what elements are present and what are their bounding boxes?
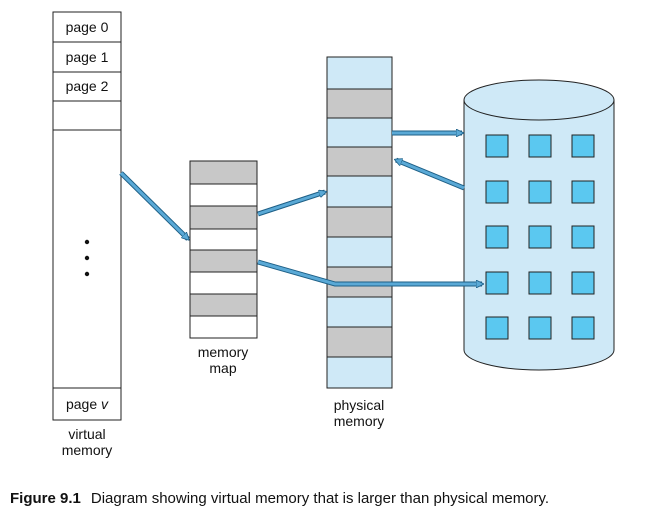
disk-block (485, 225, 509, 249)
ellipsis-dot (84, 255, 90, 261)
disk-block (571, 225, 595, 249)
disk-top (463, 79, 615, 121)
disk-block (571, 316, 595, 340)
figure-number: Figure 9.1 (10, 490, 81, 507)
vm-page-1-label: page 1 (66, 49, 109, 65)
disk-block (571, 271, 595, 295)
disk-block (528, 316, 552, 340)
disk-block (571, 134, 595, 158)
arrow-map-to-disk (257, 260, 482, 284)
memory-map-label-line1: memory (198, 344, 249, 360)
ellipsis-dot (84, 239, 90, 245)
disk-block (485, 134, 509, 158)
arrow-map-to-physical (257, 192, 325, 216)
virtual-memory-label-line1: virtual (68, 426, 105, 442)
memory-map-entry-gray (189, 293, 258, 317)
disk-block (528, 180, 552, 204)
vm-page-0-label: page 0 (66, 19, 109, 35)
disk-block (485, 271, 509, 295)
physical-frame-gray (326, 206, 393, 238)
memory-map-entry-gray (189, 160, 258, 185)
physical-frame-gray (326, 326, 393, 358)
disk-block (528, 134, 552, 158)
physical-memory-column: physical memory (326, 56, 393, 429)
virtual-memory-diagram: page 0 page 1 page 2 page v virtual memo… (52, 11, 615, 458)
ellipsis-dot (84, 271, 90, 277)
memory-map-entry-white (189, 271, 258, 295)
vm-page-v-label: page v (66, 396, 109, 412)
physical-memory-label-line2: memory (334, 413, 385, 429)
memory-map-entry-gray (189, 205, 258, 230)
memory-map-entry-white (189, 315, 258, 339)
backing-store-disk (463, 79, 615, 371)
vm-page-v-variable: v (101, 396, 109, 412)
disk-block (528, 225, 552, 249)
physical-frame-gray (326, 88, 393, 119)
arrow-disk-to-physical (396, 160, 465, 190)
vm-page-2-label: page 2 (66, 78, 109, 94)
figure-caption: Figure 9.1 Diagram showing virtual memory… (10, 490, 666, 507)
virtual-memory-frame (52, 11, 122, 421)
vm-page-v-prefix: page (66, 396, 97, 412)
memory-map-entry-white (189, 183, 258, 207)
physical-frame-gray (326, 146, 393, 177)
figure-caption-text: Diagram showing virtual memory that is l… (90, 490, 550, 507)
memory-map-column: memory map (189, 160, 258, 376)
memory-map-entry-gray (189, 249, 258, 273)
virtual-memory-label-line2: memory (62, 442, 113, 458)
disk-block (485, 316, 509, 340)
memory-map-entry-white (189, 228, 258, 251)
disk-block (485, 180, 509, 204)
virtual-memory-column: page 0 page 1 page 2 page v virtual memo… (52, 11, 122, 458)
arrow-vm-to-map (119, 171, 188, 239)
mapping-arrows (119, 133, 482, 284)
disk-block (571, 180, 595, 204)
physical-memory-label-line1: physical (334, 397, 385, 413)
disk-block (528, 271, 552, 295)
disk-block-grid (485, 134, 595, 340)
memory-map-label-line2: map (209, 360, 236, 376)
